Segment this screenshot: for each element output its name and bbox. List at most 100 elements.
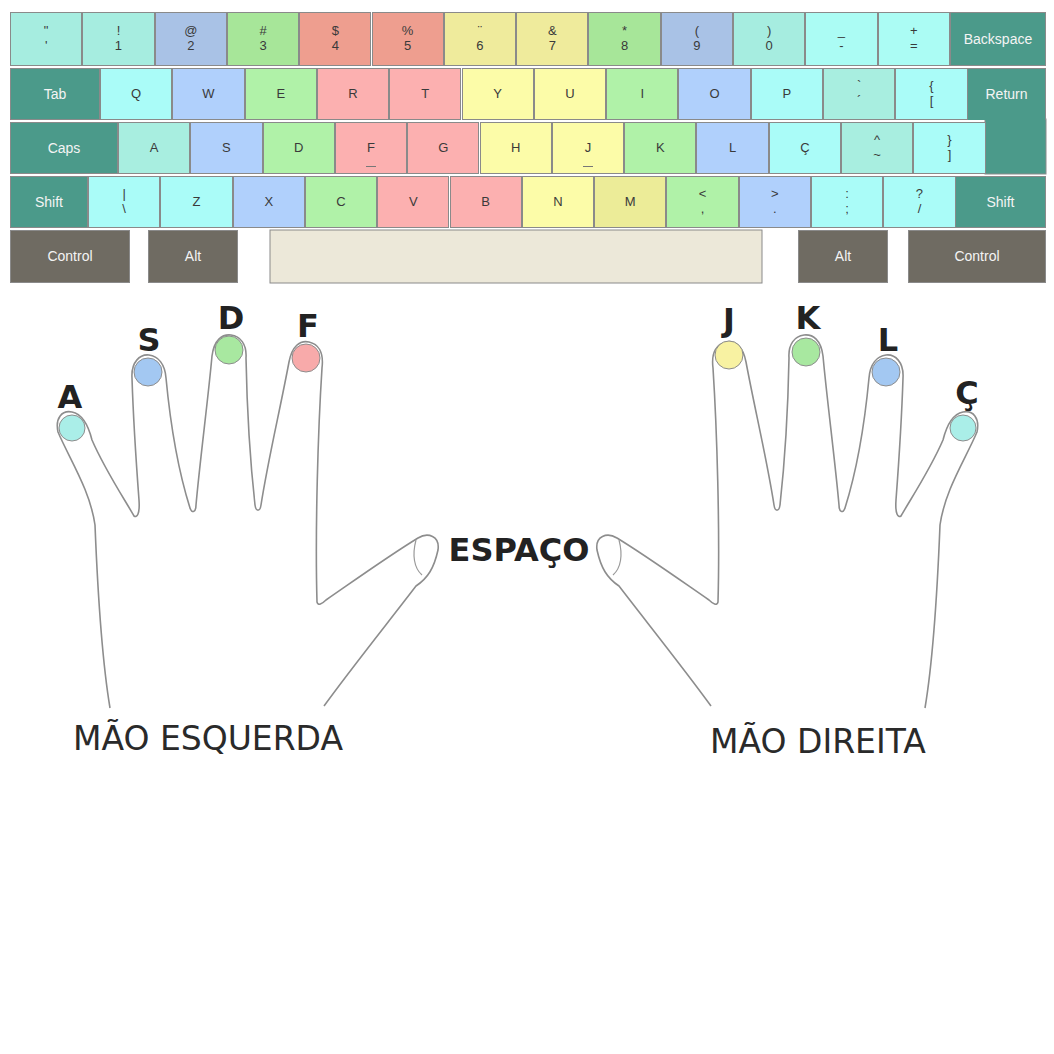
- keyboard-key: Backspace: [950, 12, 1046, 66]
- keyboard-key: `´: [823, 68, 895, 120]
- fingertip: [792, 338, 820, 366]
- key-legend: S: [222, 141, 231, 156]
- hand-label: MÃO ESQUERDA: [73, 719, 343, 758]
- keyboard-key: (9: [661, 12, 733, 66]
- key-legend: .: [773, 202, 777, 217]
- key-legend: C: [336, 195, 345, 210]
- key-legend: Y: [493, 87, 502, 102]
- key-legend: }: [947, 133, 951, 148]
- keyboard-key: T: [389, 68, 461, 120]
- key-legend: ): [767, 24, 771, 39]
- keyboard-key: J: [552, 122, 624, 174]
- key-legend: Shift: [35, 194, 63, 210]
- key-legend: F: [367, 141, 375, 156]
- key-legend: H: [511, 141, 520, 156]
- key-legend: ;: [845, 202, 849, 217]
- key-legend: \: [122, 202, 126, 217]
- key-legend: V: [409, 195, 418, 210]
- key-legend: 2: [187, 39, 194, 54]
- keyboard-key: I: [606, 68, 678, 120]
- key-legend: 8: [621, 39, 628, 54]
- finger-label: S: [137, 321, 160, 359]
- keyboard-key: Shift: [10, 176, 88, 228]
- keyboard-key: ?/: [883, 176, 955, 228]
- keyboard-key: $4: [299, 12, 371, 66]
- keyboard-key: W: [172, 68, 244, 120]
- key-legend: ,: [701, 202, 705, 217]
- keyboard-key: O: [678, 68, 750, 120]
- keyboard-key: %5: [372, 12, 444, 66]
- keyboard-key: F: [335, 122, 407, 174]
- keyboard-key: R: [317, 68, 389, 120]
- key-legend: Ç: [800, 141, 809, 156]
- keyboard-key: L: [696, 122, 768, 174]
- key-legend: `: [857, 79, 861, 94]
- key-legend: <: [699, 187, 707, 202]
- keyboard-key: U: [534, 68, 606, 120]
- finger-label: A: [58, 378, 83, 416]
- finger-label: D: [218, 299, 245, 337]
- key-legend: J: [585, 141, 592, 156]
- keyboard-key: X: [233, 176, 305, 228]
- key-legend: 6: [476, 39, 483, 54]
- key-legend: A: [150, 141, 159, 156]
- key-legend: 5: [404, 39, 411, 54]
- keyboard-key: ¨6: [444, 12, 516, 66]
- key-legend: I: [640, 87, 644, 102]
- left-hand: [57, 335, 438, 708]
- keyboard-key: G: [407, 122, 479, 174]
- key-legend: ´: [857, 94, 861, 109]
- keyboard-key: )0: [733, 12, 805, 66]
- key-legend: >: [771, 187, 779, 202]
- fingertip: [715, 341, 743, 369]
- key-legend: Q: [131, 87, 141, 102]
- fingertip: [872, 358, 900, 386]
- keyboard-key: Tab: [10, 68, 100, 120]
- key-legend: :: [845, 187, 849, 202]
- keyboard-key: >.: [739, 176, 811, 228]
- keyboard-key: Control: [908, 230, 1046, 283]
- keyboard-key: K: [624, 122, 696, 174]
- key-legend: !: [117, 24, 121, 39]
- keyboard-key: B: [450, 176, 522, 228]
- key-legend: G: [438, 141, 448, 156]
- key-legend: B: [481, 195, 490, 210]
- key-legend: Z: [192, 195, 200, 210]
- key-legend: _: [838, 24, 845, 39]
- keyboard-key: Q: [100, 68, 172, 120]
- homing-bump: [583, 166, 593, 167]
- keyboard-key: :;: [811, 176, 883, 228]
- finger-label: F: [297, 307, 319, 345]
- keyboard-key: @2: [155, 12, 227, 66]
- keyboard-key: <,: [666, 176, 738, 228]
- key-legend: ?: [916, 187, 923, 202]
- keyboard-key: {[: [895, 68, 967, 120]
- key-legend: Alt: [835, 248, 851, 264]
- key-legend: D: [294, 141, 303, 156]
- key-legend: &: [548, 24, 557, 39]
- key-legend: Caps: [48, 140, 81, 156]
- keyboard-key: Return: [967, 68, 1046, 120]
- keyboard-key: Y: [462, 68, 534, 120]
- keyboard-key: Control: [10, 230, 130, 283]
- key-legend: Control: [47, 248, 92, 264]
- key-legend: +: [910, 24, 918, 39]
- fingertip: [59, 415, 85, 441]
- homing-bump: [366, 166, 376, 167]
- keyboard-key: C: [305, 176, 377, 228]
- fingertip: [292, 344, 320, 372]
- key-legend: ~: [873, 148, 881, 163]
- keyboard-key: A: [118, 122, 190, 174]
- keyboard-key: _-: [805, 12, 877, 66]
- keyboard-key: *8: [588, 12, 660, 66]
- key-legend: ]: [948, 148, 952, 163]
- key-legend: X: [264, 195, 273, 210]
- key-legend: /: [918, 202, 922, 217]
- key-legend: ^: [874, 133, 880, 148]
- keyboard-key: N: [522, 176, 594, 228]
- key-legend: K: [656, 141, 665, 156]
- key-legend: W: [202, 87, 214, 102]
- right-hand: [597, 335, 978, 708]
- keyboard-key: +=: [878, 12, 950, 66]
- key-legend: -: [839, 39, 843, 54]
